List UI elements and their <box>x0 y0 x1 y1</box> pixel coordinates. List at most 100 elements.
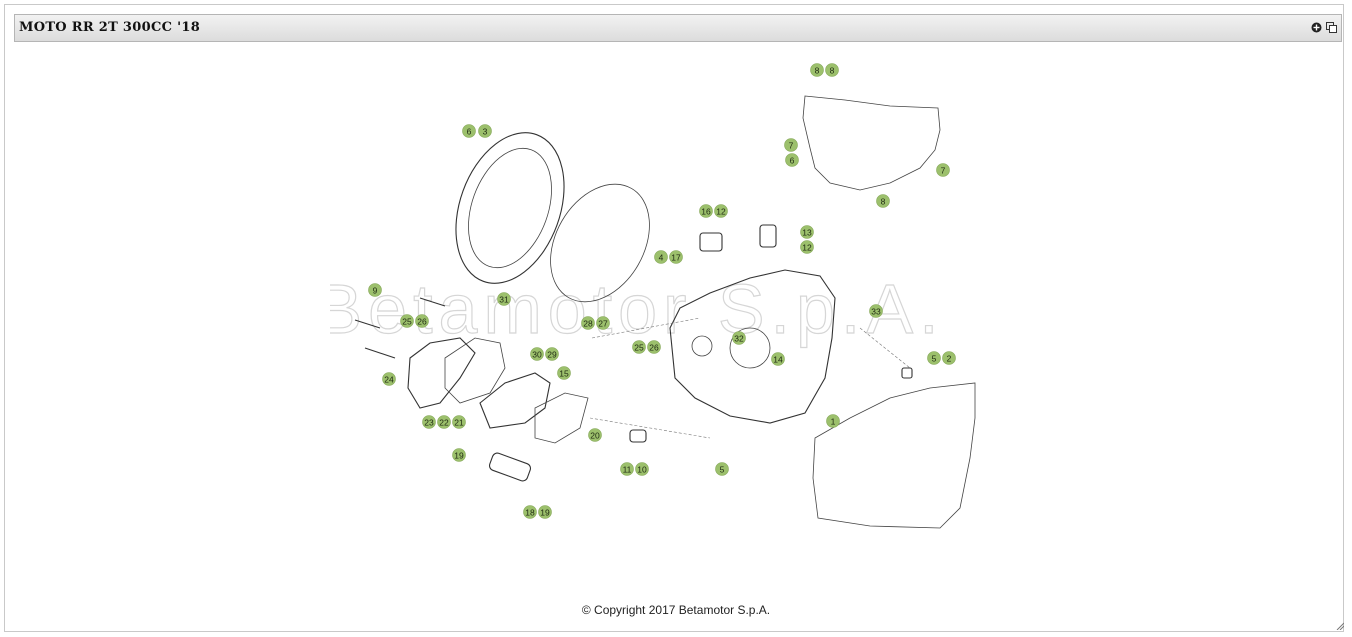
engine-case[interactable] <box>669 269 836 424</box>
callout-marker[interactable] <box>647 340 661 354</box>
callout-29[interactable]: 29 <box>545 347 559 361</box>
callout-6[interactable]: 6 <box>462 124 476 138</box>
cover-oring[interactable] <box>530 166 669 319</box>
callout-marker[interactable] <box>714 204 728 218</box>
callout-marker[interactable] <box>942 351 956 365</box>
callout-15[interactable]: 15 <box>557 366 571 380</box>
callout-marker[interactable] <box>382 372 396 386</box>
bolt[interactable] <box>419 297 446 307</box>
callout-marker[interactable] <box>785 153 799 167</box>
callout-marker[interactable] <box>654 250 668 264</box>
callout-5[interactable]: 5 <box>927 351 941 365</box>
callout-26[interactable]: 26 <box>647 340 661 354</box>
callout-8[interactable]: 8 <box>876 194 890 208</box>
callout-marker[interactable] <box>632 340 646 354</box>
bolt[interactable] <box>364 347 396 359</box>
callout-marker[interactable] <box>869 304 883 318</box>
callout-8[interactable]: 8 <box>810 63 824 77</box>
plug[interactable] <box>629 429 647 443</box>
callout-marker[interactable] <box>437 415 451 429</box>
pump-housing[interactable] <box>479 372 551 429</box>
callout-17[interactable]: 17 <box>669 250 683 264</box>
clutch-cover[interactable] <box>436 118 583 299</box>
callout-32[interactable]: 32 <box>732 331 746 345</box>
callout-6[interactable]: 6 <box>785 153 799 167</box>
callout-marker[interactable] <box>557 366 571 380</box>
pump-gasket[interactable] <box>444 337 506 404</box>
callout-11[interactable]: 11 <box>620 462 634 476</box>
callout-marker[interactable] <box>530 347 544 361</box>
callout-9[interactable]: 9 <box>368 283 382 297</box>
callout-marker[interactable] <box>732 331 746 345</box>
callout-marker[interactable] <box>825 63 839 77</box>
callout-14[interactable]: 14 <box>771 352 785 366</box>
callout-marker[interactable] <box>927 351 941 365</box>
callout-18[interactable]: 18 <box>523 505 537 519</box>
bolt[interactable] <box>354 319 381 329</box>
dowel[interactable] <box>901 367 913 379</box>
callout-10[interactable]: 10 <box>635 462 649 476</box>
callout-marker[interactable] <box>669 250 683 264</box>
callout-12[interactable]: 12 <box>800 240 814 254</box>
water-pump-cover[interactable] <box>407 337 476 409</box>
window-popout-icon[interactable] <box>1326 22 1337 33</box>
callout-16[interactable]: 16 <box>699 204 713 218</box>
callout-25[interactable]: 25 <box>400 314 414 328</box>
callout-marker[interactable] <box>400 314 414 328</box>
callout-marker[interactable] <box>620 462 634 476</box>
callout-1[interactable]: 1 <box>826 414 840 428</box>
plus-circle-icon[interactable] <box>1311 22 1322 33</box>
callout-marker[interactable] <box>368 283 382 297</box>
callout-marker[interactable] <box>462 124 476 138</box>
callout-30[interactable]: 30 <box>530 347 544 361</box>
callout-19[interactable]: 19 <box>452 448 466 462</box>
callout-7[interactable]: 7 <box>936 163 950 177</box>
callout-13[interactable]: 13 <box>800 225 814 239</box>
callout-5[interactable]: 5 <box>715 462 729 476</box>
callout-marker[interactable] <box>826 414 840 428</box>
callout-marker[interactable] <box>784 138 798 152</box>
callout-31[interactable]: 31 <box>497 292 511 306</box>
callout-12[interactable]: 12 <box>714 204 728 218</box>
thermostat[interactable] <box>759 224 777 248</box>
callout-marker[interactable] <box>588 428 602 442</box>
callout-marker[interactable] <box>478 124 492 138</box>
callout-20[interactable]: 20 <box>588 428 602 442</box>
callout-marker[interactable] <box>452 415 466 429</box>
callout-marker[interactable] <box>415 314 429 328</box>
callout-marker[interactable] <box>581 316 595 330</box>
callout-marker[interactable] <box>771 352 785 366</box>
callout-marker[interactable] <box>810 63 824 77</box>
callout-8[interactable]: 8 <box>825 63 839 77</box>
callout-marker[interactable] <box>876 194 890 208</box>
callout-marker[interactable] <box>800 225 814 239</box>
callout-marker[interactable] <box>596 316 610 330</box>
callout-3[interactable]: 3 <box>478 124 492 138</box>
callout-33[interactable]: 33 <box>869 304 883 318</box>
gasket-lower-right[interactable] <box>812 382 976 529</box>
callout-28[interactable]: 28 <box>581 316 595 330</box>
callout-marker[interactable] <box>699 204 713 218</box>
callout-25[interactable]: 25 <box>632 340 646 354</box>
callout-marker[interactable] <box>800 240 814 254</box>
callout-7[interactable]: 7 <box>784 138 798 152</box>
case-bearing[interactable] <box>729 327 771 369</box>
callout-19[interactable]: 19 <box>538 505 552 519</box>
callout-marker[interactable] <box>523 505 537 519</box>
callout-marker[interactable] <box>422 415 436 429</box>
callout-marker[interactable] <box>538 505 552 519</box>
gasket-upper-right[interactable] <box>802 95 941 191</box>
callout-22[interactable]: 22 <box>437 415 451 429</box>
callout-marker[interactable] <box>635 462 649 476</box>
callout-23[interactable]: 23 <box>422 415 436 429</box>
housing-gasket[interactable] <box>534 392 589 444</box>
callout-marker[interactable] <box>936 163 950 177</box>
callout-marker[interactable] <box>715 462 729 476</box>
resize-handle-icon[interactable] <box>1336 622 1344 630</box>
callout-21[interactable]: 21 <box>452 415 466 429</box>
pump-shaft[interactable] <box>488 452 532 483</box>
callout-2[interactable]: 2 <box>942 351 956 365</box>
callout-marker[interactable] <box>497 292 511 306</box>
callout-4[interactable]: 4 <box>654 250 668 264</box>
callout-marker[interactable] <box>452 448 466 462</box>
